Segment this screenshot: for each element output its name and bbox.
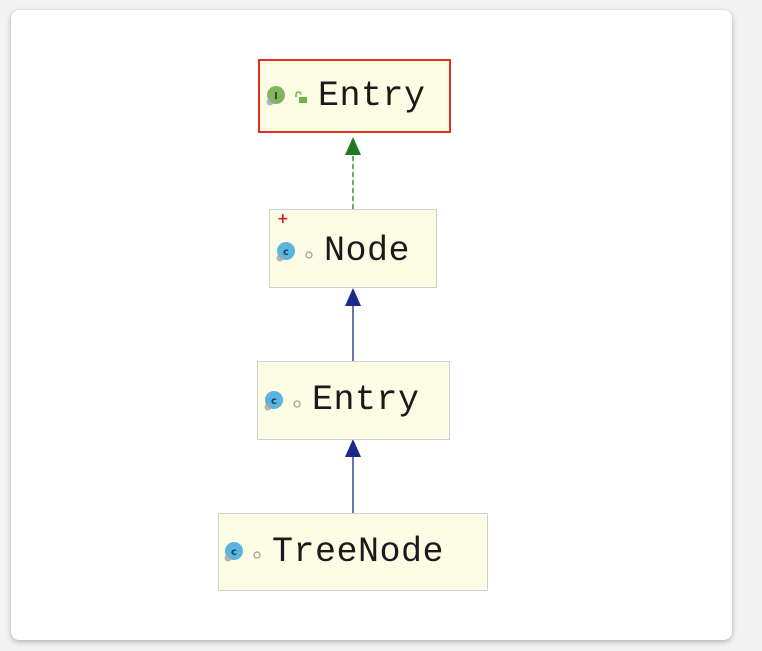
package-private-icon (252, 547, 262, 559)
package-private-icon (292, 396, 302, 408)
svg-text:I: I (274, 91, 278, 102)
class-icon: c (274, 240, 298, 264)
node-entry-interface[interactable]: I Entry (258, 59, 451, 133)
node-label: Entry (318, 75, 426, 116)
node-label: Node (324, 231, 411, 271)
class-icon: c (262, 389, 286, 413)
node-label: TreeNode (272, 531, 445, 572)
node-label: Entry (312, 380, 420, 420)
node-treenode-class[interactable]: c TreeNode (218, 513, 488, 591)
interface-icon: I (264, 84, 288, 108)
public-lock-icon (294, 91, 308, 103)
svg-text:c: c (283, 247, 289, 258)
modifier-plus-mark: + (277, 211, 289, 227)
node-node-class[interactable]: + c Node (269, 209, 437, 288)
node-entry-class[interactable]: c Entry (257, 361, 450, 440)
package-private-icon (304, 247, 314, 259)
svg-text:c: c (231, 547, 237, 558)
class-icon: c (222, 540, 246, 564)
svg-text:c: c (271, 396, 277, 407)
